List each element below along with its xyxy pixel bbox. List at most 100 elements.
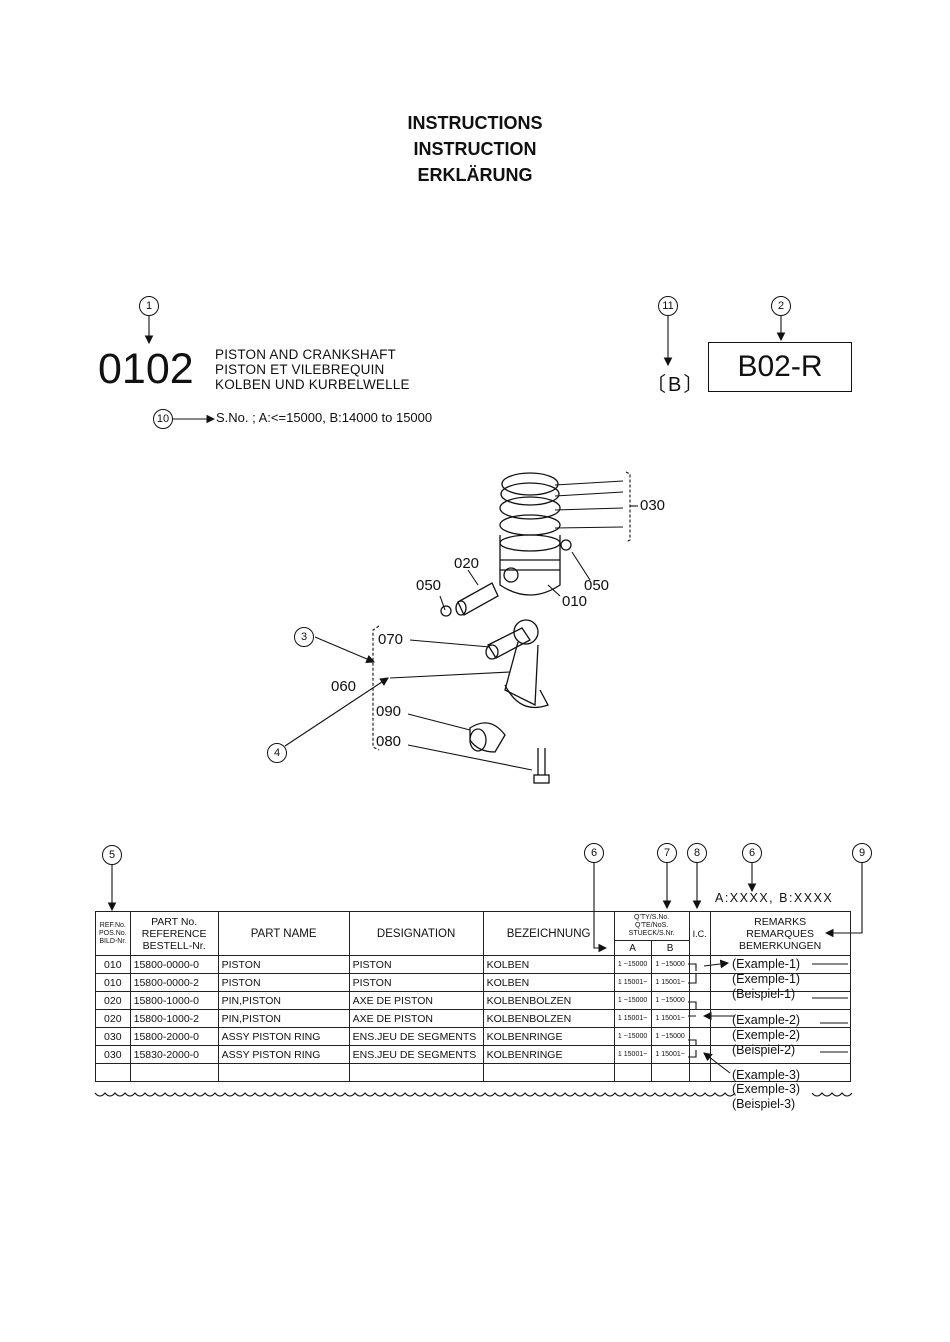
example-3-en: (Example-3) bbox=[732, 1068, 801, 1082]
row-part-no: 15800-0000-2 bbox=[129, 973, 219, 992]
header-qty-b: B bbox=[650, 940, 690, 956]
example-2-de: (Beispiel-2) bbox=[732, 1043, 796, 1057]
variant-mark: 〔B〕 bbox=[646, 374, 706, 396]
group-number: 0102 bbox=[98, 345, 194, 393]
callout-5: 5 bbox=[102, 845, 122, 865]
row-part-no: 15800-0000-0 bbox=[129, 955, 219, 974]
row-designation: ENS.JEU DE SEGMENTS bbox=[348, 1045, 484, 1064]
label-060: 060 bbox=[331, 678, 357, 695]
row-qty-b: 1 15001~ bbox=[650, 1045, 690, 1064]
callout-8: 8 bbox=[687, 843, 707, 863]
example-1-en: (Example-1) bbox=[732, 957, 801, 971]
row-part-no: 15800-1000-2 bbox=[129, 1009, 219, 1028]
row-part-name: PIN,PISTON bbox=[217, 991, 350, 1010]
row-qty-b: 1 15001~ bbox=[650, 1009, 690, 1028]
row-qty-a: 1 15001~ bbox=[613, 1009, 652, 1028]
callout-9: 9 bbox=[852, 843, 872, 863]
row-designation: PISTON bbox=[348, 973, 484, 992]
remarks-format: A:XXXX, B:XXXX bbox=[715, 891, 834, 905]
table-row-empty bbox=[95, 1063, 851, 1082]
row-ref: 020 bbox=[95, 1009, 131, 1028]
label-020: 020 bbox=[454, 555, 480, 572]
piston-assembly-drawing bbox=[440, 472, 572, 784]
row-part-name: ASSY PISTON RING bbox=[217, 1045, 350, 1064]
row-qty-a: 1 15001~ bbox=[613, 973, 652, 992]
label-050-right: 050 bbox=[584, 577, 610, 594]
example-1-de: (Beispiel-1) bbox=[732, 987, 796, 1001]
row-part-name: PISTON bbox=[217, 955, 350, 974]
model-code-box: B02-R bbox=[708, 342, 852, 392]
callout-6a: 6 bbox=[584, 843, 604, 863]
header-designation: DESIGNATION bbox=[348, 911, 484, 956]
row-ic bbox=[688, 955, 711, 974]
row-part-no: 15830-2000-0 bbox=[129, 1045, 219, 1064]
row-ref: 030 bbox=[95, 1027, 131, 1046]
callout-4: 4 bbox=[267, 743, 287, 763]
row-bezeichnung: KOLBENBOLZEN bbox=[482, 991, 615, 1010]
row-ref: 030 bbox=[95, 1045, 131, 1064]
label-070: 070 bbox=[378, 631, 404, 648]
row-part-no: 15800-1000-0 bbox=[129, 991, 219, 1010]
serial-note: S.No. ; A:<=15000, B:14000 to 15000 bbox=[216, 410, 433, 425]
row-ic bbox=[688, 1027, 711, 1046]
header-qty: Q'TY/S.No.Q'TE/NoS.STUECK/S.Nr. bbox=[613, 911, 690, 941]
header-ic: I.C. bbox=[688, 911, 711, 956]
callout-7: 7 bbox=[657, 843, 677, 863]
row-part-no: 15800-2000-0 bbox=[129, 1027, 219, 1046]
label-030: 030 bbox=[640, 497, 666, 514]
group-name-fr: PISTON ET VILEBREQUIN bbox=[215, 362, 385, 377]
heading-fr: INSTRUCTION bbox=[413, 139, 537, 159]
row-designation: AXE DE PISTON bbox=[348, 991, 484, 1010]
row-part-name: PISTON bbox=[217, 973, 350, 992]
group-names: PISTON AND CRANKSHAFT PISTON ET VILEBREQ… bbox=[215, 347, 410, 392]
row-designation: PISTON bbox=[348, 955, 484, 974]
page-headings: INSTRUCTIONS INSTRUCTION ERKLÄRUNG bbox=[0, 110, 950, 188]
header-bezeichnung: BEZEICHNUNG bbox=[482, 911, 615, 956]
row-qty-a: 1 ~15000 bbox=[613, 1027, 652, 1046]
row-part-name: PIN,PISTON bbox=[217, 1009, 350, 1028]
label-090: 090 bbox=[376, 703, 402, 720]
example-3-fr: (Exemple-3) bbox=[732, 1082, 801, 1096]
row-qty-b: 1 ~15000 bbox=[650, 1027, 690, 1046]
row-bezeichnung: KOLBENRINGE bbox=[482, 1045, 615, 1064]
row-bezeichnung: KOLBEN bbox=[482, 973, 615, 992]
group-name-de: KOLBEN UND KURBELWELLE bbox=[215, 377, 410, 392]
example-3-de: (Beispiel-3) bbox=[732, 1097, 796, 1111]
row-qty-b: 1 ~15000 bbox=[650, 991, 690, 1010]
row-ic bbox=[688, 1009, 711, 1028]
row-qty-b: 1 15001~ bbox=[650, 973, 690, 992]
header-ref: REF.No.POS.No.BILD-Nr. bbox=[95, 911, 131, 956]
row-ic bbox=[688, 991, 711, 1010]
row-qty-a: 1 ~15000 bbox=[613, 991, 652, 1010]
callout-1: 1 bbox=[139, 296, 159, 316]
callout-2: 2 bbox=[771, 296, 791, 316]
callout-6b: 6 bbox=[742, 843, 762, 863]
row-qty-a: 1 ~15000 bbox=[613, 955, 652, 974]
row-bezeichnung: KOLBENRINGE bbox=[482, 1027, 615, 1046]
header-part-name: PART NAME bbox=[217, 911, 350, 956]
example-2-fr: (Exemple-2) bbox=[732, 1028, 801, 1042]
row-qty-a: 1 15001~ bbox=[613, 1045, 652, 1064]
callout-3: 3 bbox=[294, 627, 314, 647]
row-designation: ENS.JEU DE SEGMENTS bbox=[348, 1027, 484, 1046]
label-050-left: 050 bbox=[416, 577, 442, 594]
row-bezeichnung: KOLBENBOLZEN bbox=[482, 1009, 615, 1028]
header-qty-a: A bbox=[613, 940, 652, 956]
row-part-name: ASSY PISTON RING bbox=[217, 1027, 350, 1046]
row-ref: 010 bbox=[95, 973, 131, 992]
row-ic bbox=[688, 1045, 711, 1064]
label-080: 080 bbox=[376, 733, 402, 750]
row-ref: 010 bbox=[95, 955, 131, 974]
row-bezeichnung: KOLBEN bbox=[482, 955, 615, 974]
example-2-en: (Example-2) bbox=[732, 1013, 801, 1027]
callout-11: 11 bbox=[658, 296, 678, 316]
row-ref: 020 bbox=[95, 991, 131, 1010]
heading-de: ERKLÄRUNG bbox=[417, 165, 533, 185]
callout-10: 10 bbox=[153, 409, 173, 429]
